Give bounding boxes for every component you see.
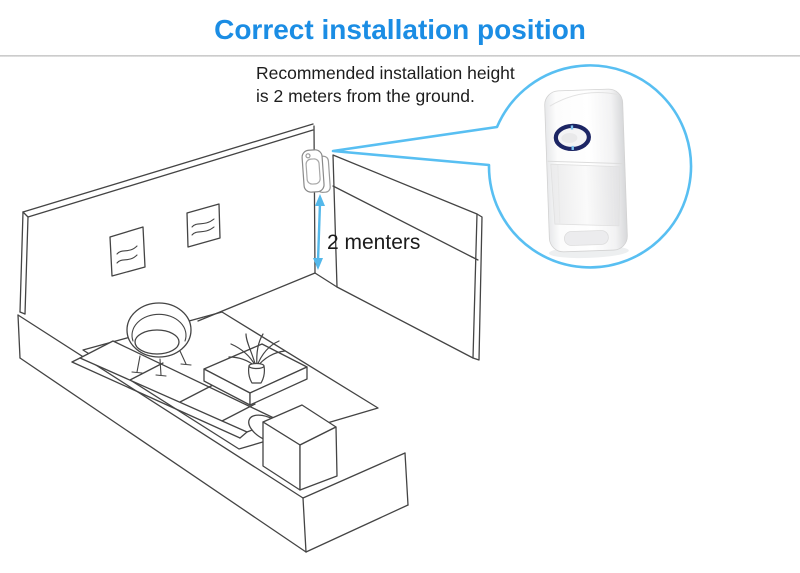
room-line-art	[17, 123, 483, 553]
plant	[228, 333, 286, 384]
pir-sensor-photo	[544, 88, 629, 259]
right-wall	[314, 154, 483, 361]
ottoman-cube	[262, 404, 338, 491]
note-line-1: Recommended installation height	[256, 63, 515, 83]
page-title: Correct installation position	[214, 14, 586, 45]
tub-chair	[126, 302, 192, 377]
height-label: 2 menters	[327, 231, 420, 254]
note-line-2: is 2 meters from the ground.	[256, 86, 475, 106]
installation-note: Recommended installation height is 2 met…	[256, 62, 515, 108]
wall-sensor-icon	[301, 149, 331, 193]
picture-frame-left	[109, 226, 146, 277]
led-ring-icon	[553, 123, 591, 152]
header-divider	[0, 55, 800, 57]
back-wall	[19, 123, 316, 322]
floor-platform	[17, 314, 409, 553]
picture-frame-right	[186, 203, 221, 248]
height-arrow-icon	[313, 194, 325, 270]
